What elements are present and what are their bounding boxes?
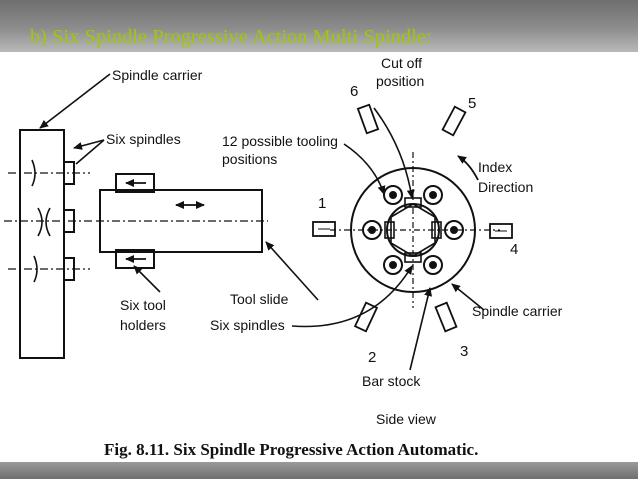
position-number-4: 4 [510, 241, 518, 258]
position-numbers: 1 2 3 4 5 6 [318, 83, 518, 366]
label-index-line2: Direction [478, 179, 533, 195]
label-six-spindles-bottom: Six spindles [210, 317, 285, 333]
spindle-carrier-side-view [312, 103, 513, 333]
position-number-6: 6 [350, 83, 358, 100]
label-cut-off-line1: Cut off [381, 55, 422, 71]
label-side-view: Side view [376, 411, 437, 427]
six-spindle-diagram: Spindle carrier Six spindles Cut off pos… [4, 55, 563, 459]
label-cut-off-line2: position [376, 73, 424, 89]
figure-caption: Fig. 8.11. Six Spindle Progressive Actio… [104, 440, 478, 459]
position-number-2: 2 [368, 349, 376, 366]
slide-title: b) Six Spindle Progressive Action Multi … [30, 26, 432, 48]
label-tooling-line2: positions [222, 151, 277, 167]
tool-slide-assembly [96, 173, 268, 269]
diagram-labels: Spindle carrier Six spindles Cut off pos… [106, 55, 563, 427]
label-index-line1: Index [478, 159, 512, 175]
label-six-tool-line2: holders [120, 317, 166, 333]
position-number-3: 3 [460, 343, 468, 360]
label-tool-slide: Tool slide [230, 291, 289, 307]
spindle-circles [362, 185, 464, 275]
label-bar-stock: Bar stock [362, 373, 421, 389]
label-spindle-carrier-top: Spindle carrier [112, 67, 203, 83]
label-tooling-line1: 12 possible tooling [222, 133, 338, 149]
spindle-carrier-front-view [4, 129, 92, 359]
tool-blocks [384, 197, 442, 263]
label-six-tool-line1: Six tool [120, 297, 166, 313]
label-six-spindles-top: Six spindles [106, 131, 181, 147]
bottom-bar [0, 462, 638, 479]
spindle-carrier-block [19, 129, 65, 359]
tool-holder-top [115, 173, 155, 193]
position-number-1: 1 [318, 195, 326, 212]
title-bar: b) Six Spindle Progressive Action Multi … [0, 0, 638, 52]
label-spindle-carrier-bottom: Spindle carrier [472, 303, 563, 319]
position-number-5: 5 [468, 95, 476, 112]
leader-lines [39, 73, 485, 371]
